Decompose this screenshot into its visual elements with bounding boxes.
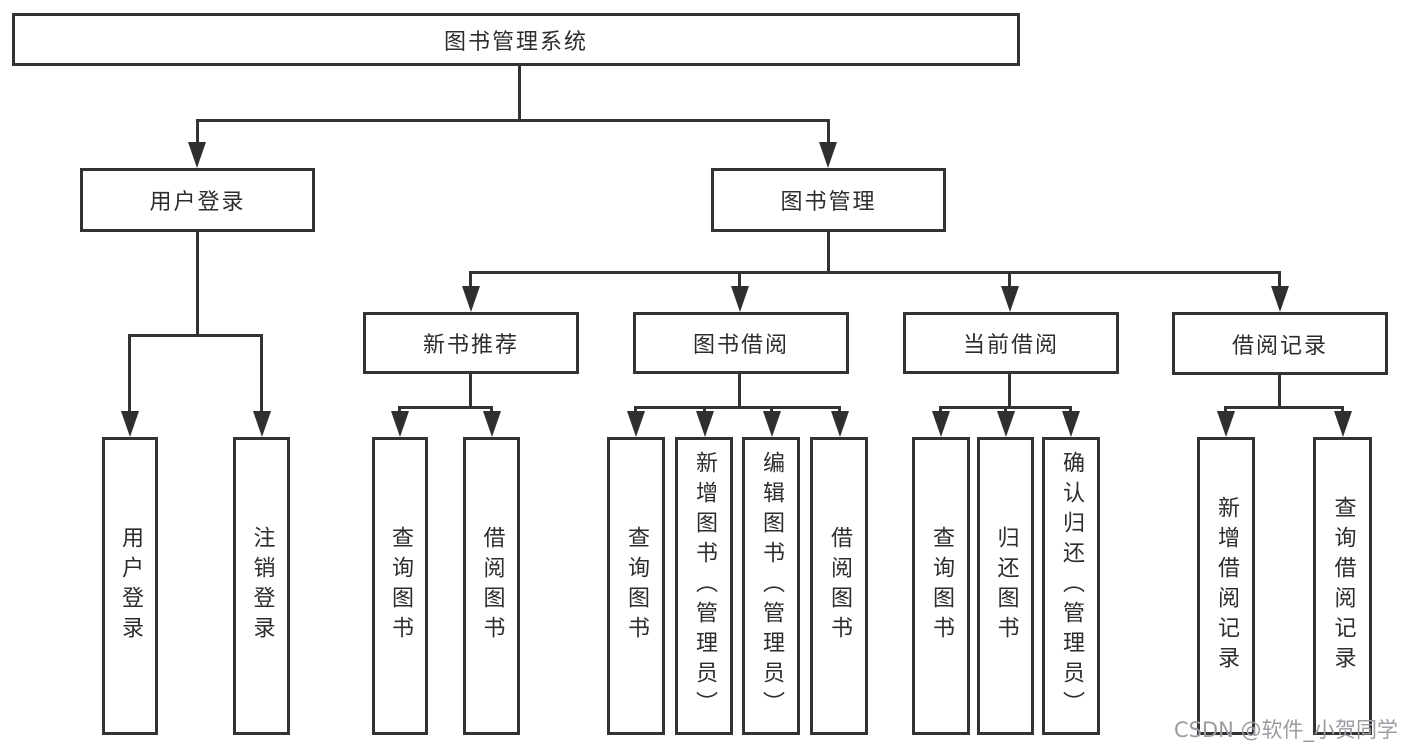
connector-drop (490, 406, 493, 414)
connector-user-login-stem (196, 232, 199, 336)
leaf-add-book-admin: 新增图书（管理员） (675, 437, 733, 735)
arrow-down-icon (819, 142, 837, 168)
connector-user-login-rail (128, 334, 263, 337)
connector-root-stem (518, 64, 521, 122)
arrow-down-icon (731, 286, 749, 312)
node-book-borrow: 图书借阅 (633, 312, 849, 374)
leaf-return-book: 归还图书 (977, 437, 1034, 735)
node-user-login: 用户登录 (80, 168, 315, 232)
arrow-down-icon (763, 411, 781, 437)
connector-drop (1069, 406, 1072, 414)
node-book-management: 图书管理 (711, 168, 946, 232)
arrow-down-icon (627, 411, 645, 437)
arrow-down-icon (188, 142, 206, 168)
leaf-edit-book-admin: 编辑图书（管理员） (742, 437, 800, 735)
leaf-query-books-current: 查询图书 (912, 437, 970, 735)
arrow-down-icon (997, 411, 1015, 437)
connector-level3-rail (469, 271, 1281, 274)
leaf-user-login: 用户登录 (102, 437, 158, 735)
connector-drop (838, 406, 841, 414)
arrow-down-icon (696, 411, 714, 437)
connector-drop (770, 406, 773, 414)
connector-new-book-stem (469, 374, 472, 409)
connector-drop (1224, 406, 1227, 414)
arrow-down-icon (1062, 411, 1080, 437)
leaf-confirm-return-admin: 确认归还（管理员） (1042, 437, 1100, 735)
arrow-down-icon (1334, 411, 1352, 437)
node-root-system: 图书管理系统 (12, 13, 1020, 66)
arrow-down-icon (462, 286, 480, 312)
watermark: CSDN @软件_小贺同学 (1173, 718, 1398, 742)
leaf-add-borrow-record: 新增借阅记录 (1197, 437, 1255, 735)
connector-drop (1004, 406, 1007, 414)
leaf-query-books-borrow: 查询图书 (607, 437, 665, 735)
connector-current-borrow-stem (1008, 374, 1011, 409)
connector-drop-leaf-user-login (128, 334, 131, 414)
connector-book-borrow-stem (738, 374, 741, 409)
connector-book-borrow-rail (634, 406, 840, 409)
leaf-logout: 注销登录 (233, 437, 290, 735)
connector-drop (703, 406, 706, 414)
node-current-borrow: 当前借阅 (903, 312, 1119, 374)
arrow-down-icon (121, 411, 139, 437)
leaf-query-books-recommend: 查询图书 (372, 437, 428, 735)
arrow-down-icon (253, 411, 271, 437)
connector-drop-user-login (196, 119, 199, 147)
node-new-book-recommend: 新书推荐 (363, 312, 579, 374)
connector-new-book-rail (398, 406, 493, 409)
connector-drop-current-borrow (1008, 271, 1011, 289)
connector-drop-borrow-records (1278, 271, 1281, 289)
node-borrow-records: 借阅记录 (1172, 312, 1388, 375)
connector-drop-leaf-logout (260, 334, 263, 414)
leaf-borrow-books: 借阅图书 (810, 437, 868, 735)
arrow-down-icon (1001, 286, 1019, 312)
arrow-down-icon (932, 411, 950, 437)
arrow-down-icon (1217, 411, 1235, 437)
arrow-down-icon (391, 411, 409, 437)
leaf-query-borrow-record: 查询借阅记录 (1313, 437, 1372, 735)
connector-borrow-records-rail (1224, 406, 1343, 409)
connector-drop-book-management (827, 119, 830, 147)
connector-drop (939, 406, 942, 414)
connector-borrow-records-stem (1278, 375, 1281, 409)
arrow-down-icon (1271, 286, 1289, 312)
leaf-borrow-books-recommend: 借阅图书 (463, 437, 520, 735)
arrow-down-icon (831, 411, 849, 437)
connector-book-management-stem (827, 232, 830, 274)
connector-drop (398, 406, 401, 414)
connector-drop-book-borrow (738, 271, 741, 289)
connector-level2-rail (196, 119, 830, 122)
connector-drop (1341, 406, 1344, 414)
connector-drop (634, 406, 637, 414)
connector-drop-new-book (469, 271, 472, 289)
arrow-down-icon (483, 411, 501, 437)
